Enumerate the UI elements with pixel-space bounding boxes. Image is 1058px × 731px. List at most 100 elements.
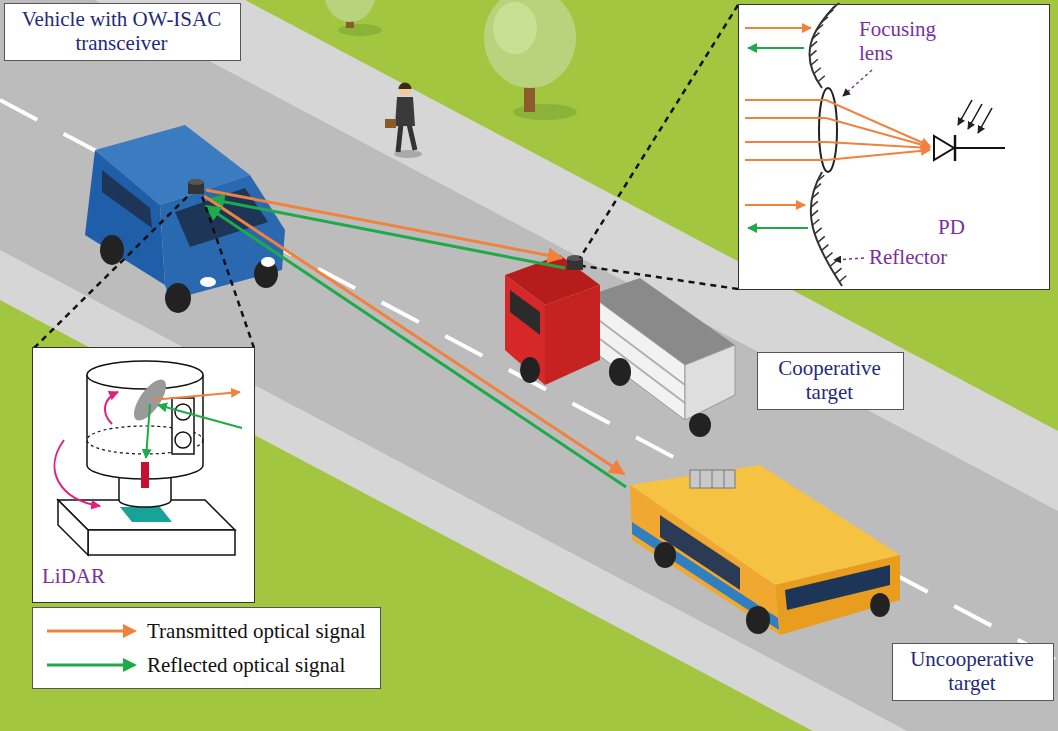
optical-signals bbox=[206, 206, 626, 487]
lidar-inset bbox=[55, 440, 100, 506]
reflector-hatch bbox=[817, 175, 824, 181]
reflector-hatch bbox=[810, 50, 817, 56]
receiver-inset bbox=[968, 104, 982, 129]
pedestrian bbox=[399, 84, 412, 97]
receiver-inset bbox=[745, 150, 930, 160]
blue-van bbox=[261, 257, 275, 267]
yellow-van bbox=[746, 606, 770, 634]
red-truck bbox=[505, 275, 545, 385]
red-truck bbox=[689, 413, 711, 437]
legend-row: Reflected optical signal bbox=[43, 648, 366, 682]
blue-van bbox=[188, 179, 204, 185]
part-label: PD bbox=[938, 215, 965, 239]
red-truck bbox=[545, 285, 600, 385]
reflector-hatch bbox=[818, 76, 825, 82]
yellow-van bbox=[630, 465, 900, 635]
zoom-leader-line bbox=[583, 266, 738, 289]
yellow-van bbox=[724, 470, 725, 488]
reflector-hatch bbox=[818, 236, 825, 242]
lidar-inset bbox=[120, 507, 172, 522]
red-truck bbox=[592, 315, 685, 385]
yellow-van bbox=[630, 485, 780, 635]
receiver-inset bbox=[745, 27, 811, 29]
reflector-hatch bbox=[811, 210, 818, 216]
lidar-inset bbox=[87, 361, 203, 389]
legend-sample-line bbox=[47, 630, 125, 633]
reflector-hatch bbox=[811, 59, 818, 65]
yellow-van bbox=[775, 555, 900, 635]
reflector-hatch bbox=[811, 201, 818, 207]
lidar-inset bbox=[105, 392, 118, 424]
reflector-hatch bbox=[826, 10, 833, 16]
lidar-inset bbox=[158, 405, 242, 428]
pedestrian bbox=[385, 119, 396, 128]
yellow-van bbox=[700, 470, 701, 488]
reflector-hatch bbox=[812, 33, 819, 39]
red-truck bbox=[592, 333, 685, 403]
lidar-inset bbox=[32, 347, 255, 603]
receiver-inset bbox=[978, 108, 992, 133]
receiver-inset bbox=[748, 47, 804, 49]
part-label: Focusing lens bbox=[859, 17, 954, 65]
lidar-inset bbox=[141, 462, 149, 488]
reflector-hatch bbox=[821, 245, 828, 251]
reflector-hatch bbox=[815, 228, 822, 234]
receiver-inset-box: Focusing lensPD Reflector bbox=[738, 4, 1050, 290]
reflector-hatch bbox=[810, 41, 817, 47]
tree bbox=[324, 0, 577, 120]
tree bbox=[513, 104, 577, 120]
red-truck bbox=[520, 357, 540, 383]
lidar-inset bbox=[146, 404, 150, 458]
legend-sample bbox=[43, 655, 139, 675]
blue-van bbox=[200, 277, 216, 287]
component-label: Cooperative target bbox=[757, 352, 904, 410]
legend-sample-head bbox=[123, 658, 137, 672]
reflector-hatch bbox=[834, 268, 841, 274]
yellow-van bbox=[870, 593, 890, 617]
blue-van bbox=[85, 150, 165, 285]
reflector-hatch bbox=[825, 253, 832, 259]
receiver-inset bbox=[745, 100, 930, 146]
receiver-inset bbox=[738, 4, 1050, 290]
node-label: Uncooperative target bbox=[902, 647, 1042, 695]
receiver-inset bbox=[834, 258, 864, 260]
node-label: Vehicle with OW-ISAC transceiver bbox=[14, 7, 229, 55]
lidar-inset bbox=[88, 530, 235, 555]
tree bbox=[338, 24, 382, 36]
part-label: Reflector bbox=[869, 245, 947, 269]
part-label: LiDAR bbox=[42, 564, 105, 588]
receiver-inset bbox=[843, 70, 872, 96]
reflector-hatch bbox=[821, 17, 828, 23]
reflector-hatch bbox=[812, 192, 819, 198]
component-label: Vehicle with OW-ISAC transceiver bbox=[4, 3, 241, 61]
component-label: Uncooperative target bbox=[892, 643, 1054, 701]
lidar-inset bbox=[58, 500, 88, 555]
pedestrian bbox=[399, 83, 412, 89]
receiver-inset bbox=[745, 118, 930, 147]
receiver-inset bbox=[934, 136, 954, 160]
zoom-leader-line bbox=[34, 194, 190, 348]
yellow-van bbox=[690, 470, 735, 488]
reflector-hatch bbox=[839, 276, 846, 282]
optical-signals bbox=[206, 190, 562, 258]
reflector-hatch bbox=[816, 24, 823, 30]
red-truck bbox=[510, 290, 540, 335]
reflector-hatch bbox=[814, 68, 821, 74]
legend-sample-line bbox=[47, 664, 125, 667]
receiver-inset bbox=[738, 3, 1050, 290]
lidar-inset bbox=[32, 347, 255, 603]
lidar-inset bbox=[152, 392, 240, 400]
zoom-leader-line bbox=[202, 196, 254, 348]
lidar-inset bbox=[175, 432, 191, 448]
receiver-inset bbox=[745, 142, 930, 148]
pedestrian bbox=[398, 124, 401, 152]
optical-signals bbox=[204, 196, 624, 474]
reflector-hatch bbox=[814, 184, 821, 190]
blue-van bbox=[100, 235, 124, 265]
pedestrian bbox=[409, 124, 415, 150]
optical-signals bbox=[204, 190, 626, 487]
receiver-inset bbox=[955, 147, 1005, 149]
